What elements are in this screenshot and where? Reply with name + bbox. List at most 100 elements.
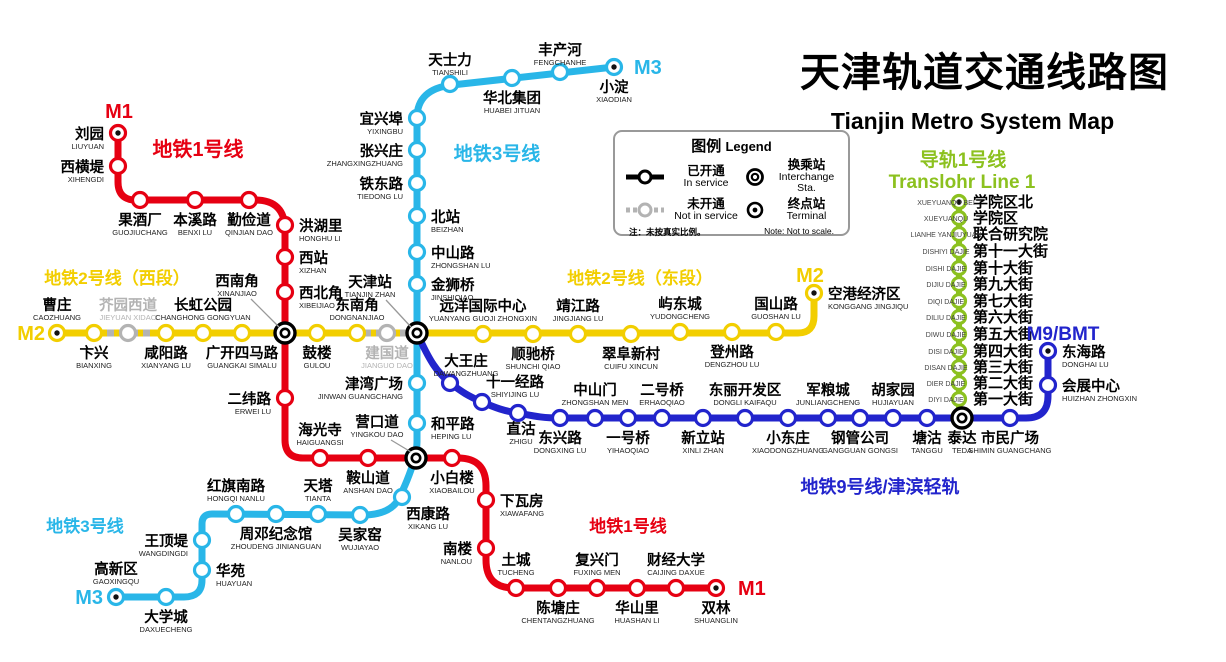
station-dongxing-lu-name: 东兴路 xyxy=(538,429,582,447)
station-yingkou-dao-name: 营口道 xyxy=(355,413,399,431)
station-dongli-kaifaqu-pinyin: DONGLI KAIFAQU xyxy=(713,398,776,407)
station-huashan-li-pinyin: HUASHAN LI xyxy=(614,616,659,625)
station-diqi-dajie-pinyin: DIQI DAJIE xyxy=(928,299,965,306)
station-dongnanjiao-marker xyxy=(347,323,367,343)
station-chentangzhuang-name: 陈塘庄 xyxy=(536,599,580,617)
legend-interchange: 换乘站 Interchange Sta. xyxy=(778,158,835,195)
line-2-label: M2 xyxy=(796,265,824,287)
station-yihaoqiao-marker xyxy=(618,408,638,428)
station-xikang-lu-pinyin: XIKANG LU xyxy=(408,522,448,531)
line-3-label: M3 xyxy=(634,57,662,79)
station-tiedong-lu-pinyin: TIEDONG LU xyxy=(357,192,403,201)
station-huizhan-zhongxin-pinyin: HUIZHAN ZHONGXIN xyxy=(1062,394,1137,403)
station-dishi-dajie-pinyin: DISHI DAJIE xyxy=(926,266,967,273)
station-guangkai-simalu-name: 广开四马路 xyxy=(206,344,279,362)
station-jinshiqiao-marker xyxy=(407,274,427,294)
station-tianjin-zhan-pinyin: TIANJIN ZHAN xyxy=(345,290,396,299)
station-nanlou-marker xyxy=(476,538,496,558)
station-jieyuan-xidao-marker xyxy=(118,323,138,343)
station-hujiayuan-name: 胡家园 xyxy=(871,381,915,399)
station-tucheng-name: 土城 xyxy=(502,551,531,569)
station-gangguan-gongsi-pinyin: GANGGUAN GONGSI xyxy=(822,446,898,455)
station-haiguangsi-pinyin: HAIGUANGSI xyxy=(296,438,343,447)
station-tucheng-marker xyxy=(506,578,526,598)
station-gangguan-gongsi-name: 钢管公司 xyxy=(831,429,889,447)
station-dishiyi-dajie-marker xyxy=(950,242,968,260)
station-disan-dajie-name: 第三大街 xyxy=(973,358,1033,376)
station-yixingbu-marker xyxy=(407,108,427,128)
station-xibeijiao-pinyin: XIBEIJIAO xyxy=(299,301,335,310)
station-daxuecheng-marker xyxy=(156,587,176,607)
legend-note-zh: 注：未按真实比例。 xyxy=(629,227,706,238)
station-yudongcheng-name: 屿东城 xyxy=(658,295,702,313)
station-tiedong-lu-name: 铁东路 xyxy=(360,175,404,193)
station-shunchi-qiao-pinyin: SHUNCHI QIAO xyxy=(505,362,560,371)
legend-title-zh: 图例 xyxy=(691,138,722,155)
station-shuanglin-name: 双林 xyxy=(702,599,731,617)
station-xiawafang-name: 下瓦房 xyxy=(500,492,544,510)
station-xizhan-marker xyxy=(275,247,295,267)
station-xianyang-lu-name: 咸阳路 xyxy=(144,344,188,362)
station-disan-dajie-pinyin: DISAN DAJIE xyxy=(924,365,968,372)
station-caijing-daxue-pinyin: CAIJING DAXUE xyxy=(647,568,705,577)
station-zhigu-name: 直沽 xyxy=(507,420,536,438)
station-huayuan-pinyin: HUAYUAN xyxy=(216,579,252,588)
station-gulou-pinyin: GULOU xyxy=(304,361,331,370)
station-yudongcheng-pinyin: YUDONGCHENG xyxy=(650,312,710,321)
station-huizhan-zhongxin-marker xyxy=(1038,375,1058,395)
station-gaoxingqu-pinyin: GAOXINGQU xyxy=(93,577,139,586)
station-nanlou-pinyin: NANLOU xyxy=(441,557,472,566)
station-xiawafang-pinyin: XIAWAFANG xyxy=(500,509,544,518)
station-teda-pinyin: TEDA xyxy=(952,446,972,455)
station-lianhe-yanjiuyuan-pinyin: LIANHE YANJIUYUAN xyxy=(911,232,982,239)
station-benxi-lu-pinyin: BENXI LU xyxy=(178,228,212,237)
station-xinli-zhan-name: 新立站 xyxy=(681,429,725,447)
station-xueyuanqu-pinyin: XUEYUANQU xyxy=(924,216,968,223)
station-guojiuchang-pinyin: GUOJIUCHANG xyxy=(112,228,168,237)
station-xinanjiao-pointer-line xyxy=(250,298,280,328)
station-dongxing-lu-pinyin: DONGXING LU xyxy=(534,446,587,455)
station-haiguangsi-marker xyxy=(310,448,330,468)
station-haiguangsi-name: 海光寺 xyxy=(298,421,342,439)
station-gaoxingqu-terminal-dot xyxy=(113,594,119,600)
legend-grid: 已开通 In service 换乘站 Interchange Sta. 未开通 … xyxy=(623,158,840,222)
station-jieyuan-xidao-name: 芥园西道 xyxy=(99,296,157,314)
station-disi-dajie-marker xyxy=(950,342,968,360)
station-wangdingdi-name: 王顶堤 xyxy=(145,533,189,550)
station-xiaobailou-pinyin: XIAOBAILOU xyxy=(429,486,474,495)
station-gulou-name: 鼓楼 xyxy=(303,344,332,362)
line-2-label: M2 xyxy=(17,323,45,345)
station-erwei-lu-pinyin: ERWEI LU xyxy=(235,407,271,416)
station-shunchi-qiao-name: 顺驰桥 xyxy=(511,345,555,363)
station-diyi-dajie-marker xyxy=(950,390,968,408)
station-jinwan-guangchang-name: 津湾广场 xyxy=(345,375,403,393)
line-3-label: 地铁3号线 xyxy=(46,516,123,536)
station-disan-dajie-marker xyxy=(950,358,968,376)
